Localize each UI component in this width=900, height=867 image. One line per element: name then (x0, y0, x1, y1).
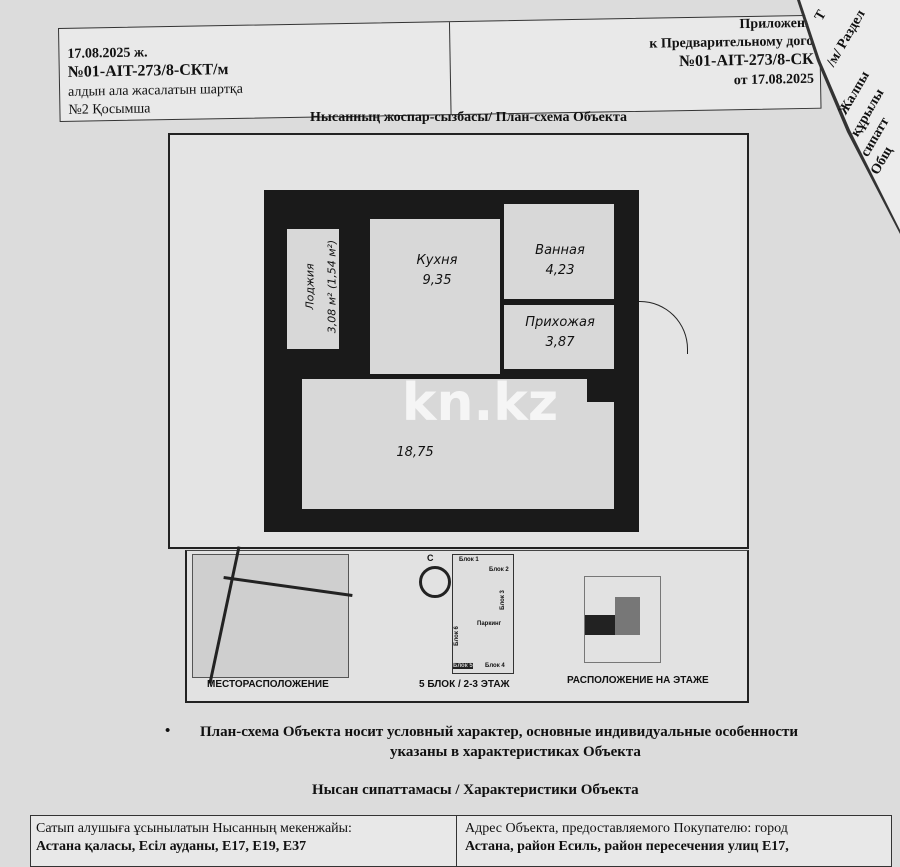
appendix-number: №2 Қосымша (68, 101, 151, 118)
bullet-icon: • (165, 723, 171, 739)
characteristics-title: Нысан сипаттамасы / Характеристики Объек… (312, 782, 639, 798)
compass-icon (419, 566, 451, 598)
caption-block: 5 БЛОК / 2-3 ЭТАЖ (419, 679, 510, 690)
contract-number: №01-AIT-273/8-СК (678, 50, 814, 71)
note-line: План-схема Объекта носит условный характ… (200, 724, 799, 740)
room-area: 4,23 (545, 263, 575, 278)
room-area: 3,08 м² (1,54 м²) (325, 239, 339, 334)
address-ru: Адрес Объекта, предоставляемого Покупате… (465, 820, 789, 856)
header-text: Приложени (739, 15, 814, 33)
site-plan: Блок 1 Блок 2 Блок 3 Блок 4 Блок 5 Блок … (452, 554, 514, 674)
room-label: Лоджия (303, 263, 317, 310)
hallway (504, 305, 614, 369)
date: 17.08.2025 ж. (67, 45, 148, 62)
document-header: 17.08.2025 ж. №01-AIT-273/8-СКТ/м алдын … (58, 14, 822, 122)
loggia (287, 229, 339, 349)
contract-number: №01-AIT-273/8-СКТ/м (67, 61, 229, 81)
cell-label: Адрес Объекта, предоставляемого Покупате… (465, 821, 788, 836)
cell-value: Астана, район Есиль, район пересечения у… (465, 839, 789, 854)
header-text: алдын ала жасалатын шартқа (67, 81, 244, 100)
block-label: Блок 3 (499, 590, 506, 610)
parking-label: Паркинг (477, 621, 502, 627)
note-line: указаны в характеристиках Объекта (390, 744, 641, 760)
room-label: Ванная (535, 243, 585, 258)
address-kz: Сатып алушыға ұсынылатын Нысанның мекенж… (36, 820, 352, 856)
door-icon (639, 301, 688, 354)
header-text-date: от 17.08.2025 (733, 71, 815, 89)
block-label: Блок 2 (489, 567, 509, 573)
living-room (587, 402, 614, 509)
north-label: С (427, 553, 434, 563)
room-area: 18,75 (396, 445, 434, 460)
plan-title: Нысанның жоспар-сызбасы/ План-схема Объе… (310, 110, 628, 125)
room-area: 9,35 (422, 273, 452, 288)
floor-position-plan (584, 576, 661, 663)
block-label: Блок 1 (459, 557, 479, 563)
cell-label: Сатып алушыға ұсынылатын Нысанның мекенж… (36, 821, 352, 836)
room-area: 3,87 (545, 335, 575, 350)
block-label: Блок 4 (485, 663, 505, 669)
location-map (192, 546, 353, 684)
watermark: kn.kz (401, 373, 559, 433)
room-label: Прихожая (525, 315, 595, 330)
caption-location: МЕСТОРАСПОЛОЖЕНИЕ (207, 679, 329, 690)
cell-value: Астана қаласы, Есіл ауданы, Е17, Е19, Е3… (36, 839, 307, 854)
location-panel: МЕСТОРАСПОЛОЖЕНИЕ С Блок 1 Блок 2 Блок 3… (185, 546, 749, 703)
caption-floor: РАСПОЛОЖЕНИЕ НА ЭТАЖЕ (567, 675, 709, 686)
block-label: Блок 6 (453, 626, 460, 646)
block-label-highlighted: Блок 5 (453, 663, 473, 669)
kitchen (370, 219, 500, 374)
room-label: Кухня (416, 253, 458, 268)
bathroom (504, 204, 614, 299)
living-room (302, 379, 587, 509)
header-text: к Предварительному дого (649, 33, 814, 52)
characteristics-table: Сатып алушыға ұсынылатын Нысанның мекенж… (30, 815, 892, 867)
floor-plan: Кухня 9,35 Ванная 4,23 Прихожая 3,87 18,… (168, 133, 749, 549)
